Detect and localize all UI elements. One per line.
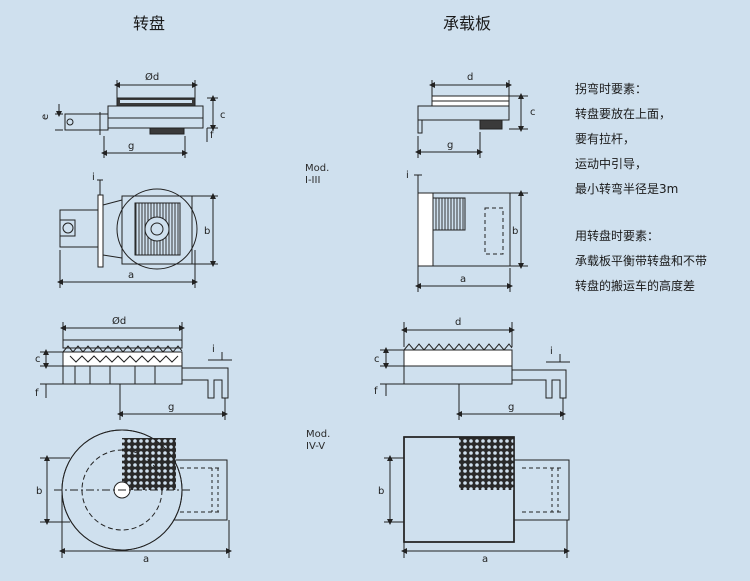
dim-label-e: e <box>40 114 51 120</box>
model-label-lower: Mod. IV-V <box>306 429 330 453</box>
dim-label-b: b <box>204 226 210 237</box>
dim-label-f: f <box>374 386 378 397</box>
dim-label-i: i <box>406 170 409 181</box>
dim-label-b: b <box>512 226 518 237</box>
turntable-heading: 用转盘时要素： <box>575 229 660 243</box>
dim-label-diameter-d: Ød <box>145 71 159 83</box>
dim-label-f: f <box>210 130 214 141</box>
turntable-lower-top-view <box>40 429 232 558</box>
dimension-letters: Ød e c f g i b a Ød c f i g b a d c g i … <box>35 71 553 565</box>
model-label-upper-line2: I-III <box>305 175 321 186</box>
dim-label-a: a <box>143 554 149 565</box>
model-label-upper-line1: Mod. <box>305 163 330 174</box>
turntable-item: 转盘的搬运车的高度差 <box>575 279 696 293</box>
carrier-plate-lower-side-view <box>380 322 570 420</box>
dim-label-i: i <box>92 172 95 183</box>
dim-label-c: c <box>35 354 41 365</box>
carrier-plate-lower-top-view <box>384 436 570 558</box>
dim-label-d: d <box>455 317 461 328</box>
carrier-plate-title: 承载板 <box>443 14 492 33</box>
turning-item: 要有拉杆， <box>575 132 636 146</box>
turning-heading: 拐弯时要素： <box>575 82 648 96</box>
dim-label-a: a <box>482 554 488 565</box>
turntable-upper-top-view <box>57 179 218 288</box>
turning-item: 转盘要放在上面， <box>575 107 672 121</box>
dim-label-a: a <box>460 274 466 285</box>
dim-label-i: i <box>550 346 553 357</box>
carrier-plate-upper-top-view <box>414 174 528 292</box>
dim-label-c: c <box>530 107 536 118</box>
dim-label-d: d <box>467 72 473 83</box>
turning-item: 运动中引导， <box>575 157 648 171</box>
dim-label-g: g <box>168 402 174 413</box>
model-label-lower-line2: IV-V <box>306 441 326 452</box>
model-label-upper: Mod. I-III <box>305 163 329 187</box>
dim-label-c: c <box>374 354 380 365</box>
turntable-lower-side-view <box>40 322 232 420</box>
carrier-plate-upper-side-view <box>415 80 528 158</box>
dim-label-a: a <box>128 270 134 281</box>
dim-label-g: g <box>508 402 514 413</box>
dim-label-b: b <box>378 486 384 497</box>
model-label-lower-line1: Mod. <box>306 429 331 440</box>
dim-label-i: i <box>212 344 215 355</box>
turntable-upper-side-view <box>55 80 218 158</box>
dim-label-g: g <box>447 140 453 151</box>
dim-label-f: f <box>35 388 39 399</box>
dim-label-g: g <box>128 141 134 152</box>
requirements-notes: 拐弯时要素： 转盘要放在上面， 要有拉杆， 运动中引导， 最小转弯半径是3m 用… <box>575 80 747 302</box>
turntable-item: 承载板平衡带转盘和不带 <box>575 254 708 268</box>
dim-label-b: b <box>36 486 42 497</box>
dim-label-c: c <box>220 110 226 121</box>
turning-item: 最小转弯半径是3m <box>575 182 679 196</box>
dim-label-diameter-d: Ød <box>112 315 126 327</box>
turntable-title: 转盘 <box>133 14 166 33</box>
